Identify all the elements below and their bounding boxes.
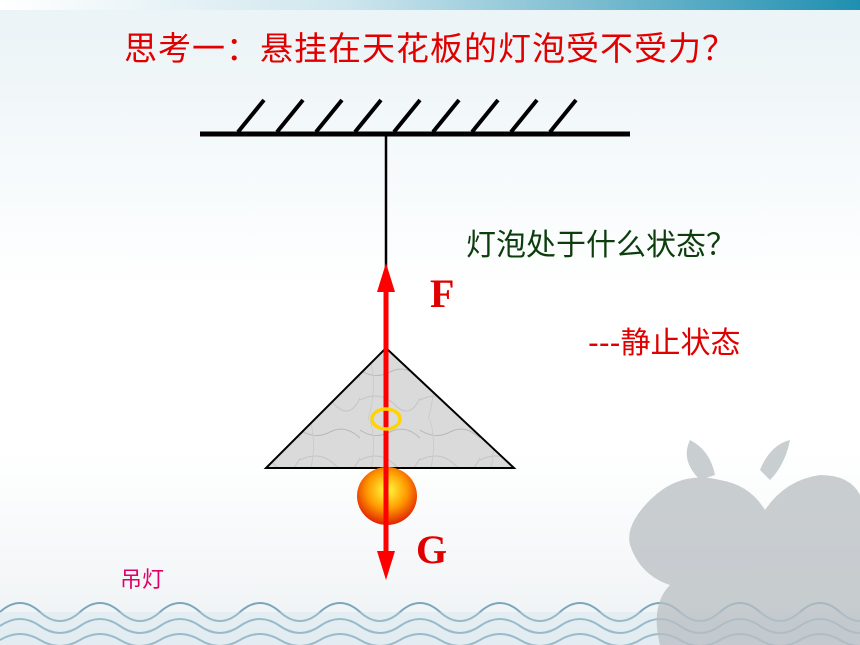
force-f-label: F xyxy=(430,271,455,316)
force-g-label: G xyxy=(416,527,448,572)
ceiling-hatching xyxy=(236,98,578,134)
question-text: 灯泡处于什么状态？ xyxy=(466,228,736,263)
ceiling xyxy=(200,98,630,137)
top-accent-bar xyxy=(0,0,860,10)
caption-text: 吊灯 xyxy=(120,568,165,593)
answer-text: ---静止状态 xyxy=(588,326,741,361)
decorative-dragon xyxy=(629,440,860,645)
force-arrows xyxy=(377,263,395,580)
force-g-arrowhead xyxy=(377,551,395,580)
center-of-gravity-marker xyxy=(370,407,402,431)
force-f-arrowhead xyxy=(377,263,395,292)
page-title: 思考一：悬挂在天花板的灯泡受不受力？ xyxy=(124,29,736,68)
